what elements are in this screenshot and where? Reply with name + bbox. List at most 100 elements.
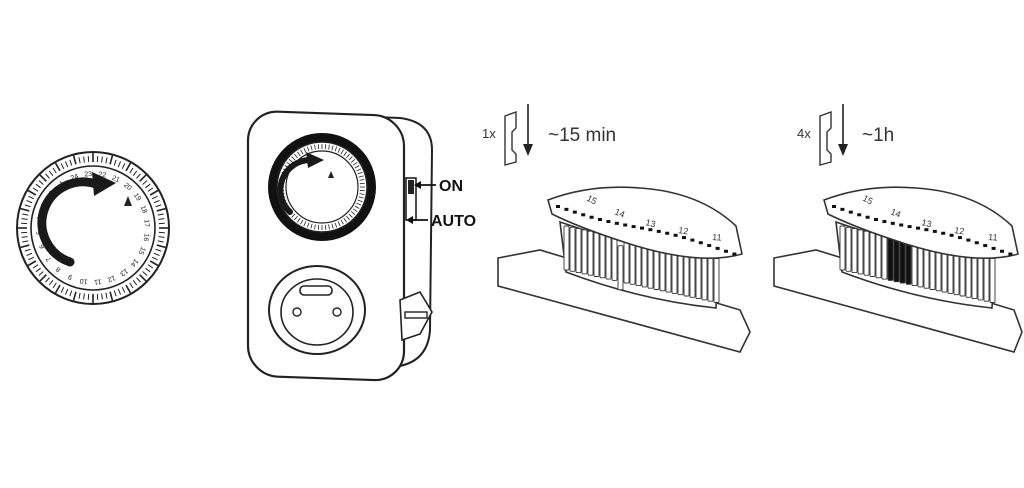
timer-pin: [905, 239, 912, 285]
disc-mark: [564, 207, 569, 211]
socket-hole-right: [332, 307, 342, 317]
device-tick: [310, 145, 313, 151]
device-tick: [328, 224, 330, 230]
segment-tick: [113, 159, 117, 166]
segment-tick: [21, 218, 28, 220]
segment-tick: [142, 271, 148, 276]
hour-number: 21: [111, 175, 121, 185]
segment-tick: [48, 280, 54, 286]
segment-tick: [45, 173, 50, 179]
device-tick: [359, 193, 365, 195]
device-tick: [354, 165, 360, 169]
timer-pin: [971, 254, 978, 300]
ring-number: 11: [988, 232, 998, 243]
device-tick: [294, 153, 298, 159]
device-tick: [348, 213, 353, 218]
segment-tick: [145, 267, 151, 273]
segment-tick: [20, 244, 30, 249]
pin-row: [839, 225, 996, 303]
disc-mark: [874, 217, 878, 221]
device-tick: [306, 222, 310, 228]
timer-pin: [605, 234, 612, 280]
device-tick: [359, 179, 365, 181]
segment-tick: [52, 167, 57, 174]
disc-mark: [1008, 252, 1013, 256]
disc-mark: [589, 215, 594, 219]
disc-mark: [890, 221, 895, 225]
timer-pin: [611, 235, 618, 281]
segment-tick: [139, 274, 147, 282]
disc-mark: [623, 223, 628, 227]
ring-number: 11: [712, 232, 722, 243]
timer-pin: [875, 233, 882, 279]
timer-pin: [899, 238, 906, 284]
socket-inner: [280, 278, 354, 346]
hour-number: 22: [98, 171, 107, 179]
segment-tick: [109, 291, 114, 301]
hour-number: 19: [132, 192, 142, 202]
timer-pin: [563, 225, 570, 271]
segment-tick: [48, 170, 54, 176]
segment-tick: [117, 161, 122, 168]
pin-segment-icon: [504, 111, 517, 166]
segment-tick: [113, 290, 117, 297]
segment-tick: [121, 286, 126, 293]
segment-tick: [21, 236, 28, 238]
device-tick: [303, 147, 307, 153]
segment-tick: [27, 260, 37, 267]
timer-pin: [635, 241, 642, 287]
timer-pin: [599, 233, 606, 279]
ring-number: 15: [861, 193, 875, 207]
ring-number: 15: [585, 193, 599, 207]
segment-tick: [28, 195, 35, 200]
disc-mark: [614, 221, 619, 225]
disc-mark: [665, 231, 670, 235]
device-tick: [352, 162, 358, 166]
timer-pin: [893, 237, 900, 283]
segment-tick: [132, 280, 138, 286]
segment-tick: [28, 256, 35, 261]
segment-tick: [158, 218, 165, 220]
device-tick: [358, 196, 364, 199]
disc-mark: [924, 228, 929, 232]
device-tick: [350, 211, 356, 215]
device-tick: [346, 153, 350, 159]
timer-pin: [851, 228, 858, 274]
hour-number: 23: [84, 171, 92, 179]
segment-tick: [149, 260, 159, 267]
disc-mark: [1000, 249, 1004, 253]
hour-number: 15: [137, 246, 147, 256]
segment-tick: [147, 264, 154, 269]
timer-pin: [593, 232, 600, 277]
hour-number: 18: [139, 205, 148, 215]
segment-tick: [158, 236, 165, 238]
device-tick: [348, 156, 353, 161]
segment-tick: [105, 292, 108, 299]
timer-pin: [857, 229, 864, 275]
disc-mark: [606, 220, 611, 224]
device-dial-ticks: [279, 144, 365, 230]
hour-number: 10: [79, 277, 88, 285]
segment-tick: [153, 252, 160, 257]
auto-arrowhead-icon: [406, 216, 413, 224]
segment-tick: [149, 189, 159, 196]
segment-tick: [121, 163, 126, 170]
segment-tick: [139, 174, 147, 182]
timer-pin: [695, 254, 702, 300]
timer-pin: [977, 255, 984, 301]
hour-number: 13: [118, 267, 128, 277]
disc-mark: [572, 210, 577, 214]
disc-mark: [857, 213, 862, 217]
ring-base-plate: [497, 249, 751, 353]
segment-tick: [20, 207, 30, 212]
segment-tick: [155, 204, 162, 208]
hour-number: 11: [94, 277, 102, 285]
device-rotation-arrowhead-icon: [306, 152, 324, 168]
disc-mark: [631, 225, 636, 229]
pin-row: [563, 225, 720, 303]
segment-tick: [136, 277, 141, 283]
switch-auto-label: AUTO: [431, 213, 476, 230]
device-tick: [358, 175, 364, 178]
hour-number: 12: [106, 274, 116, 283]
disc-mark: [656, 229, 661, 233]
